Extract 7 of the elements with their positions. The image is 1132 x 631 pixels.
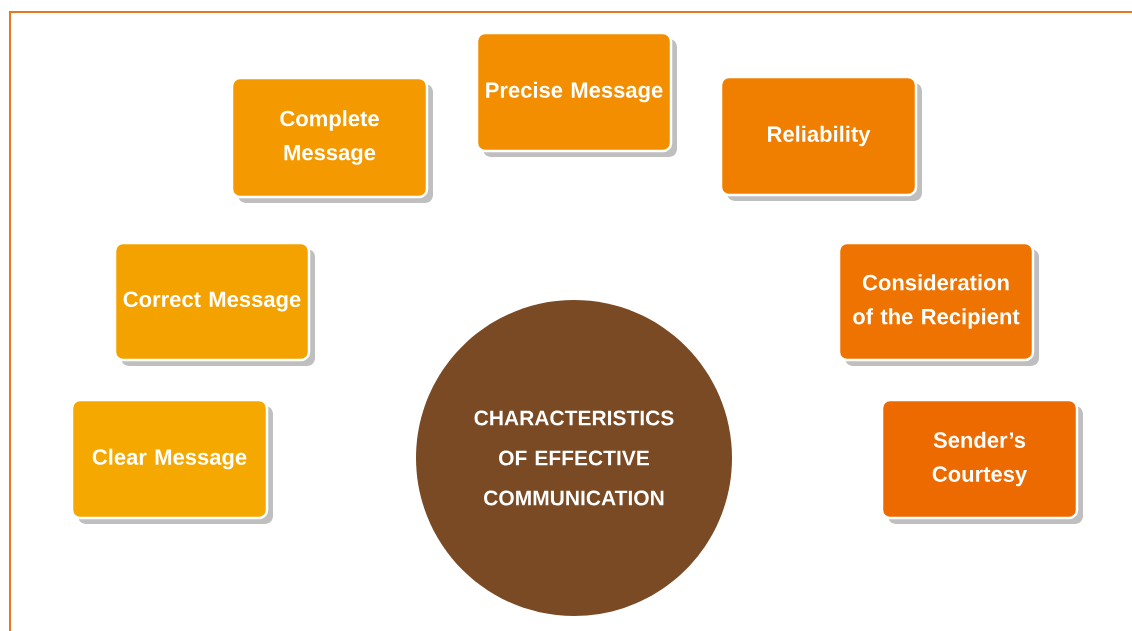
- rounded-box: Correct Message: [113, 241, 315, 366]
- rounded-box: Complete Message: [230, 76, 433, 203]
- rounded-box: Precise Message: [475, 31, 677, 157]
- rounded-box: Clear Message: [70, 398, 273, 524]
- rounded-box: Sender’s Courtesy: [880, 398, 1083, 524]
- rounded-box: Reliability: [719, 75, 922, 201]
- rounded-box: Consideration of the Recipient: [837, 241, 1039, 366]
